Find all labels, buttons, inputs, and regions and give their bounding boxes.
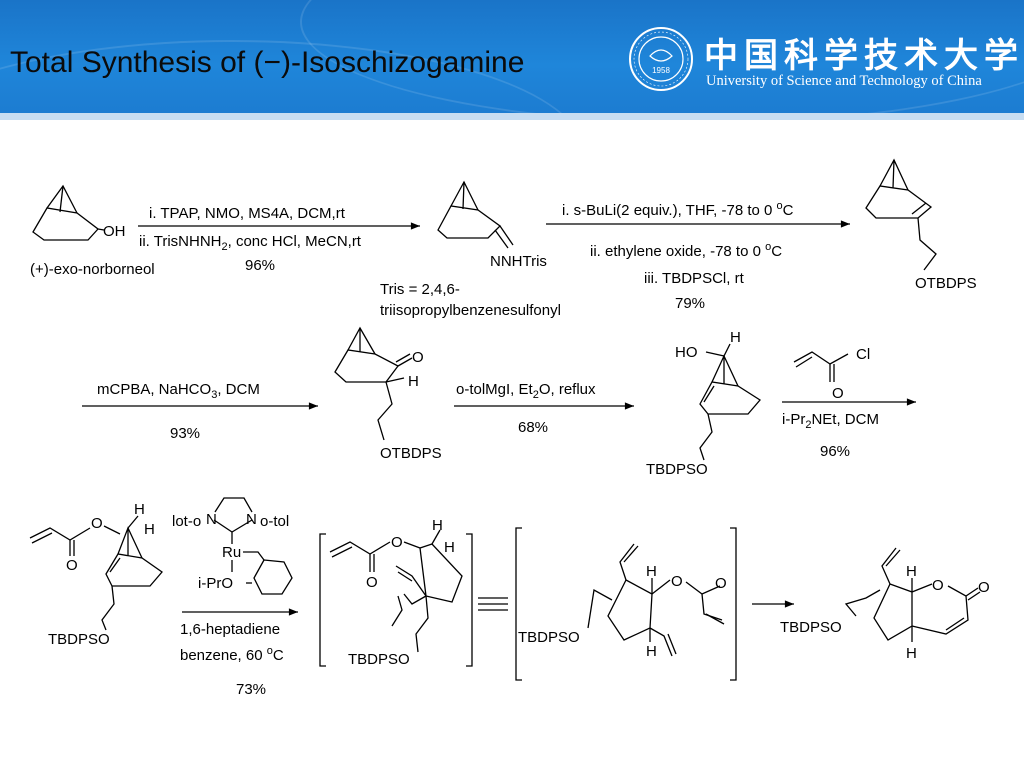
label-tbdpso-2: TBDPSO [48,631,110,648]
step4-reagent: o-tolMgI, Et2O, reflux [456,381,596,401]
structure-hydrazone [437,180,514,249]
step6-reagent-2: benzene, 60 oC [180,645,284,664]
label-ketone-h: H [408,373,419,390]
tris-definition-1: Tris = 2,4,6- [380,281,460,298]
structure-norbornene-otbdps [865,158,937,271]
structure-cyclopentane-intermediate [587,543,725,657]
slide-header: Total Synthesis of (−)-Isoschizogamine 1… [0,0,1024,118]
label-alcohol-h: H [730,329,741,346]
label-cat-ipro: i-PrO [198,575,233,592]
step5-yield: 96% [820,443,850,460]
structure-ru-catalyst [213,497,293,595]
step1-reagent-1: i. TPAP, NMO, MS4A, DCM,rt [149,205,346,222]
equivalence-symbol [478,597,508,611]
header-divider [0,113,1024,120]
step2-reagent-3: iii. TBDPSCl, rt [644,270,745,287]
label-ester-carbonyl-o: O [66,557,78,574]
label-ester-o: O [91,515,103,532]
label-final-h1: H [906,563,917,580]
structure-norbornenol [699,343,761,461]
step1-reagent-2: ii. TrisNHNH2, conc HCl, MeCN,rt [139,233,362,253]
bracket-left-2 [515,527,522,681]
slide-title: Total Synthesis of (−)-Isoschizogamine [10,46,525,79]
label-tbdpso-3: TBDPSO [348,651,410,668]
university-seal-icon: 1958 [629,27,693,91]
label-ester-h1: H [134,501,145,518]
label-final-carbonyl-o: O [978,579,990,596]
structure-acryloyl-chloride [793,351,849,382]
structure-rom-intermediate [329,529,463,653]
label-int-h2: H [444,539,455,556]
label-int2-h1: H [646,563,657,580]
label-tbdpso-5: TBDPSO [780,619,842,636]
label-final-o: O [932,577,944,594]
label-exo-norborneol: (+)-exo-norborneol [30,261,155,278]
label-oh: OH [103,223,126,240]
university-name-english: University of Science and Technology of … [706,73,982,89]
structure-acrylate-ester [29,515,163,631]
label-otbdps-2: OTBDPS [380,445,442,462]
bracket-right-1 [466,533,473,667]
step3-yield: 93% [170,425,200,442]
label-ho: HO [675,344,698,361]
label-cat-n2: N [246,511,257,528]
label-int-carbonyl-o: O [366,574,378,591]
label-int2-o: O [671,573,683,590]
bracket-right-2 [730,527,737,681]
label-int-h1: H [432,517,443,534]
label-nnhtris: NNHTris [490,253,547,270]
step6-yield: 73% [236,681,266,698]
label-int2-carbonyl-o: O [715,575,727,592]
bracket-left-1 [319,533,326,667]
label-final-h2: H [906,645,917,662]
step2-reagent-1: i. s-BuLi(2 equiv.), THF, -78 to 0 oC [562,200,794,219]
label-ketone-o: O [412,349,424,366]
step4-yield: 68% [518,419,548,436]
label-int2-h2: H [646,643,657,660]
university-name-chinese: 中国科学技术大学 [704,36,1024,76]
structure-norbornanone [334,326,413,441]
step1-yield: 96% [245,257,275,274]
tris-definition-2: triisopropylbenzenesulfonyl [380,302,561,319]
label-cat-lot-o: lot-o [172,513,201,530]
step6-reagent-1: 1,6-heptadiene [180,621,280,638]
step5-reagent: i-Pr2NEt, DCM [782,411,879,431]
label-cat-ru: Ru [222,544,241,561]
label-cat-n1: N [206,511,217,528]
label-tbdpso-1: TBDPSO [646,461,708,478]
label-int-o: O [391,534,403,551]
structure-exo-norborneol [32,184,105,241]
label-tbdpso-4: TBDPSO [518,629,580,646]
seal-year: 1958 [652,66,670,75]
step2-reagent-2: ii. ethylene oxide, -78 to 0 oC [590,241,782,260]
step3-reagent: mCPBA, NaHCO3, DCM [97,381,260,401]
label-acyl-o: O [832,385,844,402]
step2-yield: 79% [675,295,705,312]
label-acyl-cl: Cl [856,346,870,363]
label-cat-o-tol: o-tol [260,513,289,530]
label-ester-h2: H [144,521,155,538]
label-otbdps-1: OTBDPS [915,275,977,292]
structure-bicyclic-lactone [844,547,981,642]
